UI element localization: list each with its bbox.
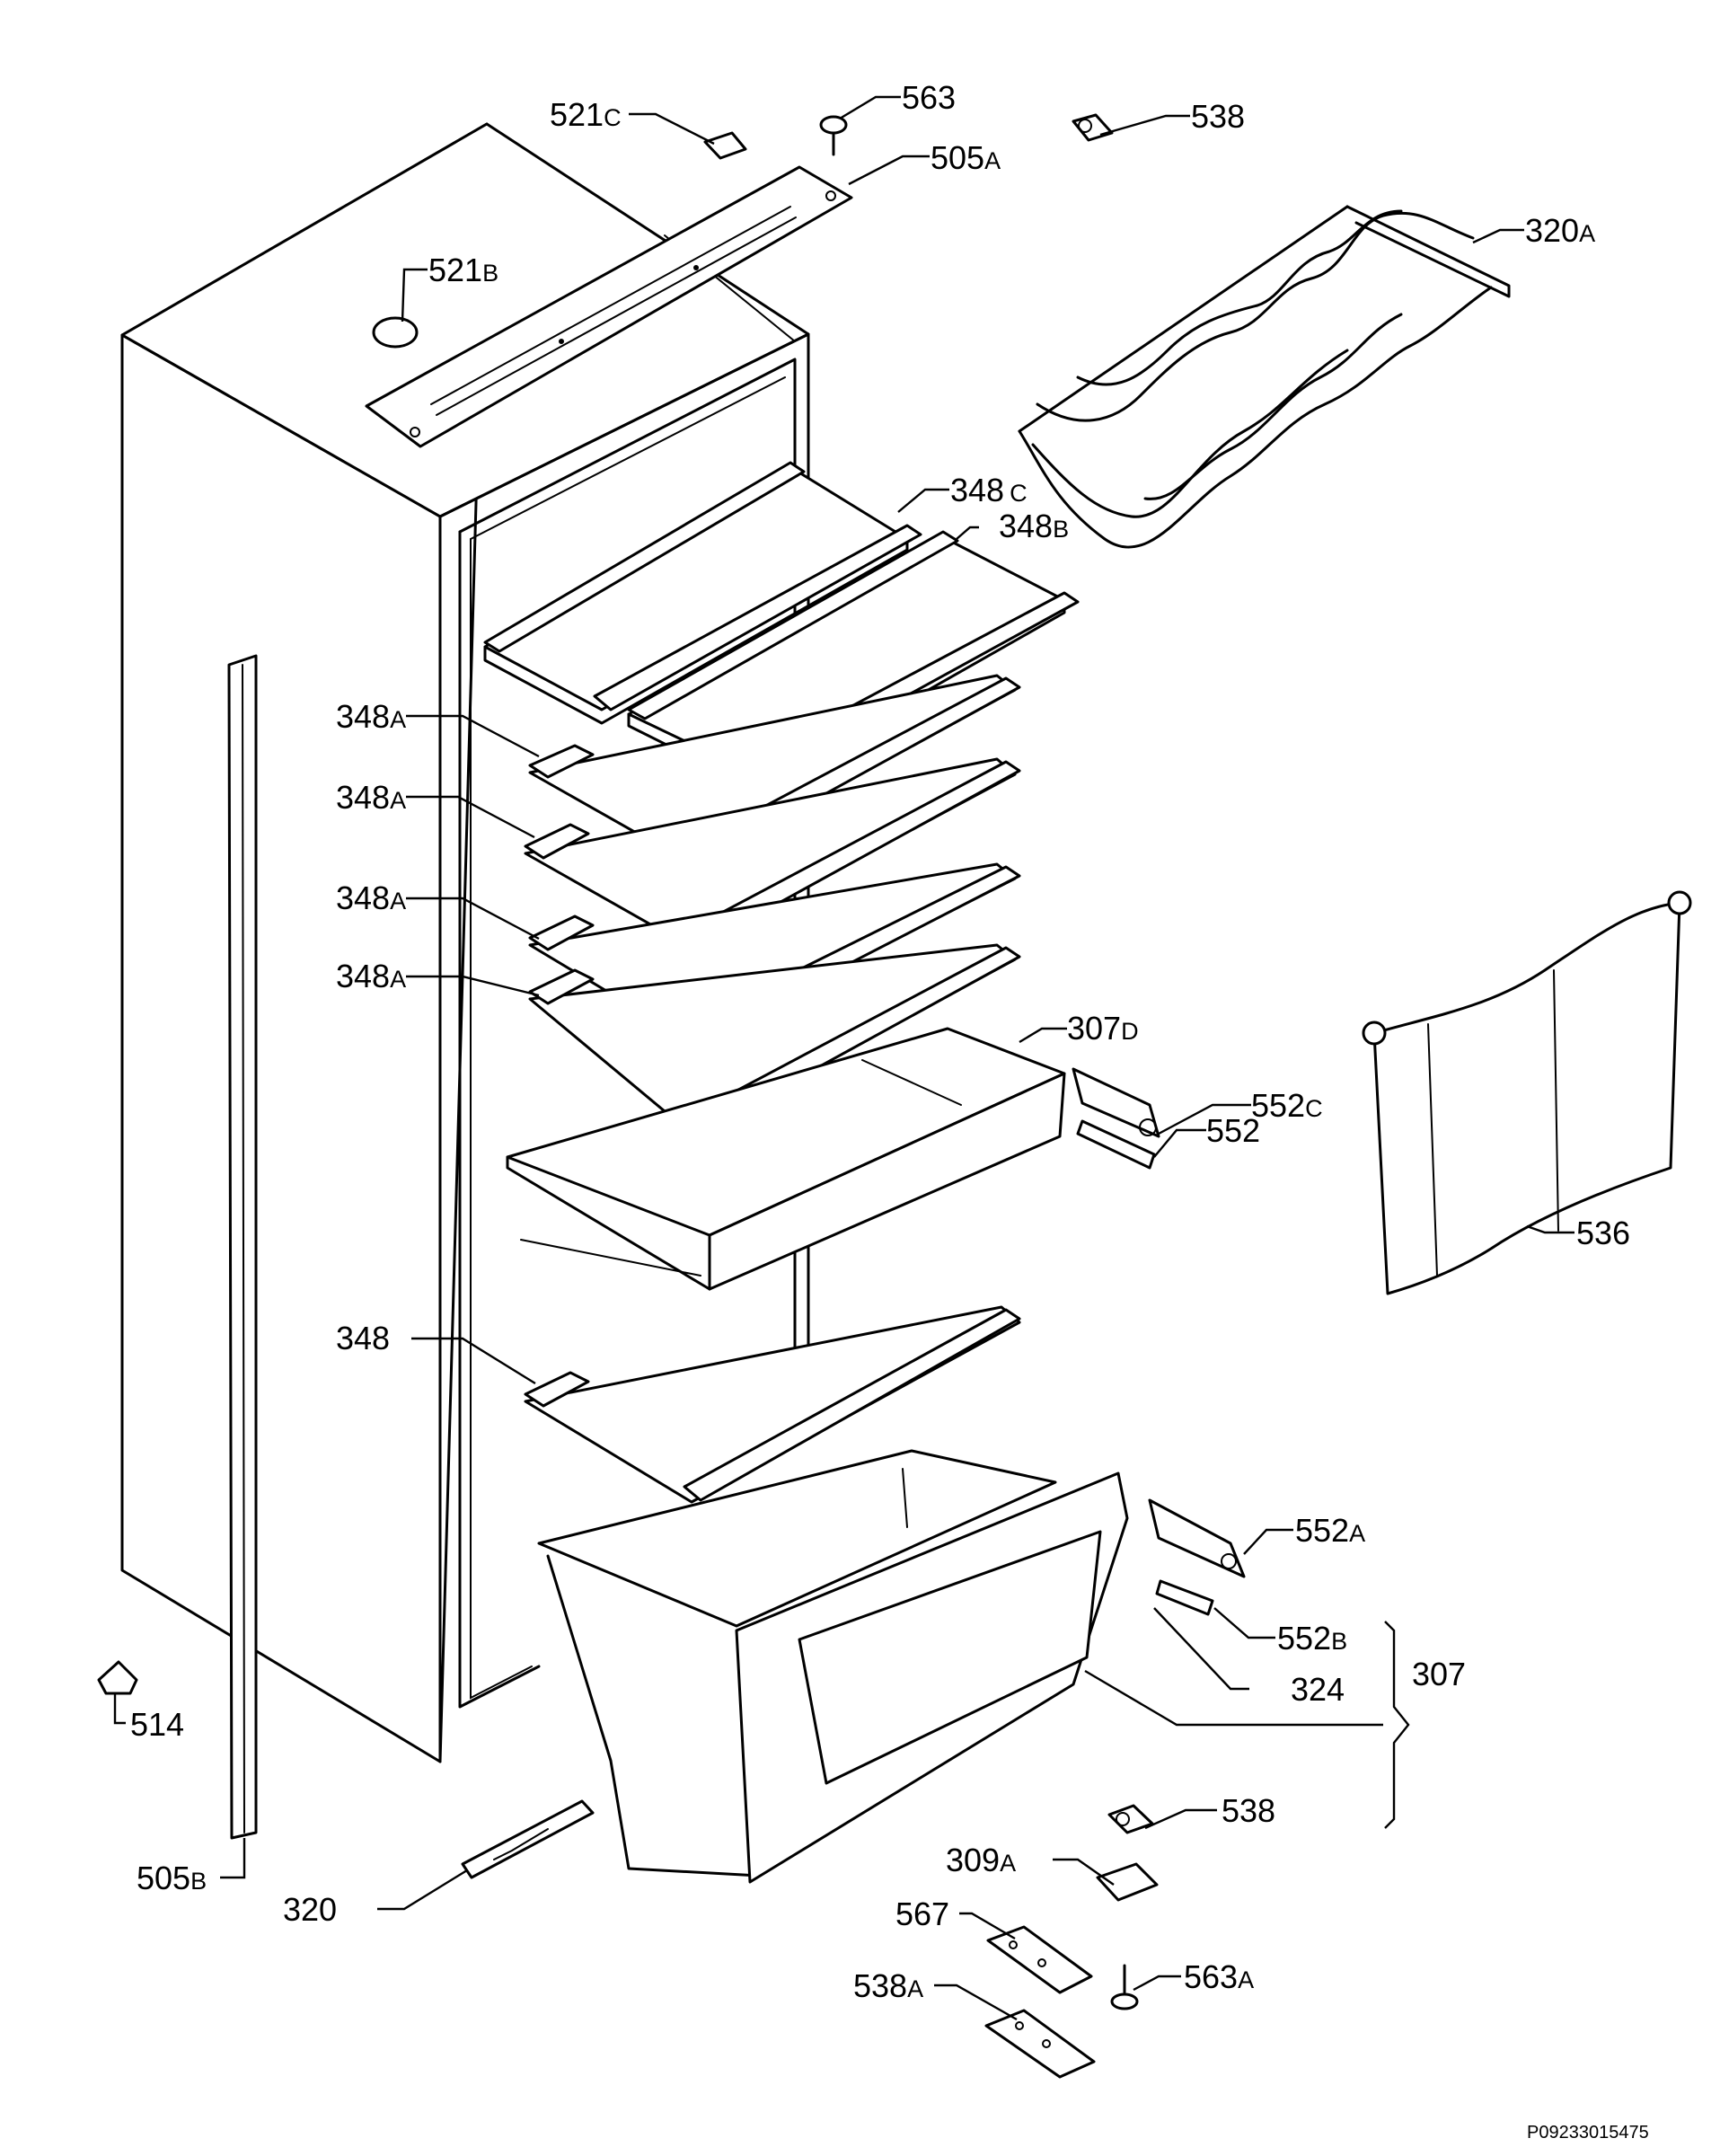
drawer-307d xyxy=(506,1027,1066,1291)
shelf-348a-2 xyxy=(524,757,1021,950)
cap-521b xyxy=(372,316,419,349)
hinge-pin-538-top xyxy=(1072,113,1114,142)
door-balcony-536 xyxy=(1362,890,1692,1295)
label-536: 536 xyxy=(1576,1215,1630,1251)
label-348a-1: 348A xyxy=(336,698,406,735)
label-521b: 521B xyxy=(428,252,498,288)
label-348a-4: 348A xyxy=(336,958,406,994)
foot-514 xyxy=(97,1660,138,1695)
label-505a: 505A xyxy=(931,139,1001,176)
label-505b: 505B xyxy=(137,1860,207,1896)
label-552c: 552C xyxy=(1251,1087,1323,1124)
seal-505b xyxy=(227,654,258,1840)
bracket-538a xyxy=(984,2009,1096,2079)
label-514: 514 xyxy=(130,1706,184,1743)
label-552: 552 xyxy=(1206,1112,1260,1149)
label-521c: 521C xyxy=(550,96,622,133)
label-552a: 552A xyxy=(1295,1512,1365,1549)
label-538a: 538A xyxy=(853,1967,923,2004)
label-307d: 307D xyxy=(1067,1010,1139,1047)
rail-552 xyxy=(1076,1119,1156,1170)
cover-309a xyxy=(1096,1862,1159,1902)
crisper-drawer-324 xyxy=(537,1449,1129,1884)
shelf-348 xyxy=(524,1305,1021,1504)
label-348a-3: 348A xyxy=(336,879,406,916)
label-538-top: 538 xyxy=(1191,98,1245,135)
label-348a-2: 348A xyxy=(336,779,406,816)
drawing-code: P09233015475 xyxy=(1527,2123,1649,2143)
hinge-pin-538 xyxy=(1107,1804,1154,1834)
label-324: 324 xyxy=(1291,1671,1345,1708)
rail-552b xyxy=(1155,1579,1214,1616)
top-rail-505a xyxy=(365,165,853,448)
shelf-348c xyxy=(483,461,922,725)
cap-521c xyxy=(703,131,747,160)
leader-lines xyxy=(113,95,1574,2021)
label-348b: 348B xyxy=(999,508,1069,544)
label-563: 563 xyxy=(902,79,956,116)
label-567: 567 xyxy=(895,1895,949,1932)
label-320a: 320A xyxy=(1525,212,1595,249)
screw-563 xyxy=(819,115,848,156)
label-538: 538 xyxy=(1222,1792,1275,1829)
cabinet-body xyxy=(120,122,810,1763)
hinge-320 xyxy=(461,1799,595,1879)
label-307: 307 xyxy=(1412,1656,1466,1692)
bracket-567 xyxy=(986,1925,1093,1994)
screw-563a xyxy=(1110,1964,1139,2010)
label-320: 320 xyxy=(283,1891,337,1928)
label-563a: 563A xyxy=(1184,1958,1254,1995)
label-309a: 309A xyxy=(946,1842,1016,1878)
label-348: 348 xyxy=(336,1320,390,1356)
rail-552c xyxy=(1072,1067,1160,1138)
wine-rack-320a xyxy=(1018,205,1511,549)
rail-552a xyxy=(1148,1498,1246,1578)
label-552b: 552B xyxy=(1277,1620,1347,1657)
